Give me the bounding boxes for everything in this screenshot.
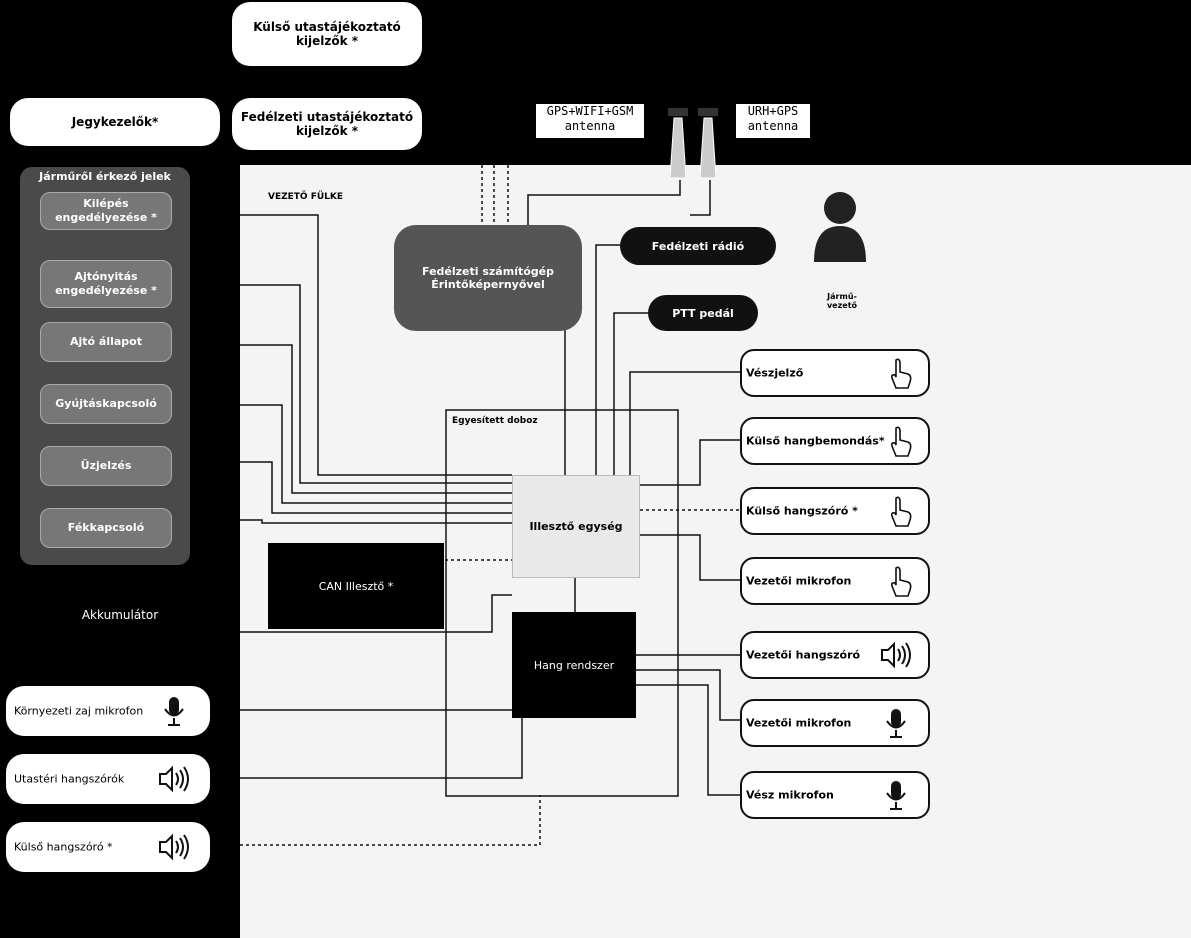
jarmu-jelek-title: Járműről érkező jelek	[39, 170, 171, 183]
wire-ajto-allapot	[240, 344, 512, 494]
fedelzeti-szamitogep-box: Fedélzeti számítógép Érintőképernyővel	[394, 225, 582, 331]
microphone-icon	[886, 781, 906, 810]
wire-antenna2	[690, 180, 711, 216]
wire-vezetoi-mikrofon	[640, 534, 740, 581]
wire-radio	[595, 244, 620, 475]
right-device-vezetoi-mikrofon: Vezetői mikrofon	[740, 557, 930, 605]
left-device-label: Környezeti zaj mikrofon	[14, 704, 144, 718]
left-item-uzjelzes: Üzjelzés	[40, 446, 172, 486]
wire-ajtonyitas	[240, 284, 512, 484]
right-device-label: Vezetői mikrofon	[746, 716, 852, 730]
microphone-icon	[164, 697, 184, 726]
left-item-gyujtas: Gyújtáskapcsoló	[40, 384, 172, 424]
driver-avatar-icon	[814, 192, 866, 262]
touch-icon	[891, 426, 912, 457]
left-device-label: Külső hangszóró *	[14, 840, 113, 854]
left-item-fek: Fékkapcsoló	[40, 508, 172, 548]
hang-rendszer-box: Hang rendszer	[512, 612, 636, 718]
right-device-kulso-hangszoro: Külső hangszóró *	[740, 487, 930, 535]
wire-gyujtas	[240, 404, 512, 504]
ptt-pedal-pill: PTT pedál	[648, 295, 758, 331]
right-device-kulso-hangbemondas: Külső hangbemondás*	[740, 417, 930, 465]
jegykezelok-pill: Jegykezelők*	[10, 98, 220, 146]
right-device-vezetoi-hangszoro: Vezetői hangszóró	[740, 631, 930, 679]
touch-icon	[891, 566, 912, 597]
speaker-icon	[159, 765, 189, 793]
left-item-ajto-allapot: Ajtó állapot	[40, 322, 172, 362]
egyesitett-doboz-outline	[445, 409, 679, 797]
right-device-vesz-mikrofon: Vész mikrofon	[740, 771, 930, 819]
fedelzeti-jelzok-pill: Fedélzeti utastájékoztató kijelzők *	[232, 98, 422, 150]
right-device-vezetoi-mikrofon-2: Vezetői mikrofon	[740, 699, 930, 747]
touch-icon	[891, 358, 912, 389]
wire-utasteri	[240, 718, 523, 779]
left-device-utasteri-hangszorok: Utastéri hangszórók	[6, 754, 210, 804]
dashed-wire-kulso-hangszoro-left	[240, 795, 541, 846]
illeszto-egyseg-box: Illesztő egység	[512, 475, 640, 578]
microphone-icon	[886, 709, 906, 738]
left-device-kulso-hangszoro: Külső hangszóró *	[6, 822, 210, 872]
left-item-kilepes: Kilépés engedélyezése *	[40, 192, 172, 230]
wire-akkumulator	[240, 594, 512, 633]
touch-icon	[891, 496, 912, 527]
right-device-label: Külső hangbemondás*	[746, 434, 885, 448]
right-device-veszjelzo: Vészjelző	[740, 349, 930, 397]
wire-vezetoi-mikrofon-2	[636, 669, 740, 721]
wire-fek	[240, 519, 512, 524]
wire-vesz-mikrofon	[636, 684, 740, 796]
left-device-label: Utastéri hangszórók	[14, 772, 125, 786]
wire-veszjelzo	[629, 371, 740, 475]
driver-label: Jármű-vezető	[826, 292, 858, 310]
right-device-label: Vész mikrofon	[746, 788, 834, 802]
jarmu-jelek-panel	[20, 167, 190, 565]
antenna-icon	[668, 108, 718, 179]
left-device-kornyezeti-zaj-mikrofon: Környezeti zaj mikrofon	[6, 686, 210, 736]
wire-kilepes	[240, 214, 512, 476]
left-item-ajtonyitas: Ajtónyitás engedélyezése *	[40, 260, 172, 308]
speaker-icon	[881, 641, 911, 669]
can-illeszto-box: CAN Illesztő *	[268, 543, 444, 629]
right-device-label: Vezetői mikrofon	[746, 574, 852, 588]
kulso-jelzok-pill: Külső utastájékoztató kijelzők *	[232, 2, 422, 66]
wire-antenna1	[527, 180, 681, 225]
wire-hangbemondas	[640, 439, 740, 486]
egyesitett-doboz-label: Egyesített doboz	[452, 416, 538, 426]
vezeto-fulke-label: VEZETŐ FÜLKE	[268, 192, 344, 202]
akkumulator-label: Akkumulátor	[81, 608, 159, 622]
wire-ptt	[613, 312, 648, 475]
wire-uzjelzes	[240, 461, 512, 514]
right-device-label: Vészjelző	[746, 366, 804, 380]
fedelzeti-radio-pill: Fedélzeti rádió	[620, 227, 776, 265]
speaker-icon	[159, 833, 189, 861]
right-device-label: Vezetői hangszóró	[746, 648, 861, 662]
right-device-label: Külső hangszóró *	[746, 504, 858, 518]
